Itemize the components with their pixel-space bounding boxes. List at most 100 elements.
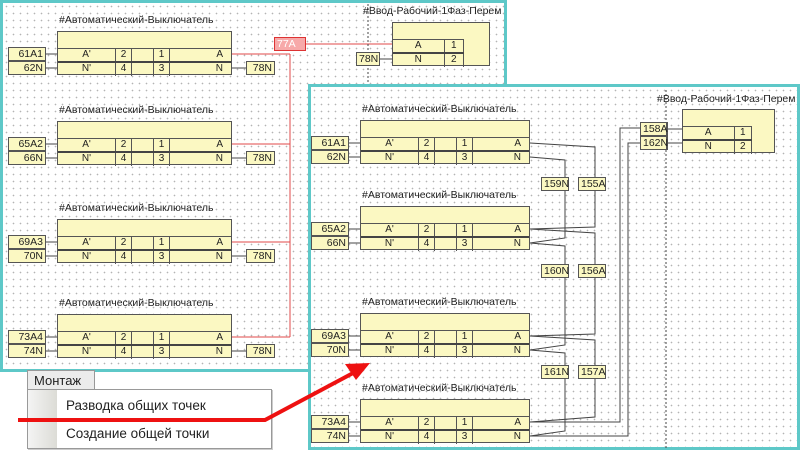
input-tag-n: 70N — [8, 249, 46, 263]
pin-spacer — [435, 238, 457, 251]
block-title: #Автоматический-Выключатель — [362, 296, 517, 308]
pin-cell: 2 — [419, 224, 435, 237]
pin-spacer — [132, 332, 154, 345]
pin-cell: A — [514, 138, 521, 149]
block-title: #Автоматический-Выключатель — [362, 103, 517, 115]
pin-cell: N' — [58, 346, 116, 359]
pin-cell: 2 — [116, 139, 132, 152]
pin-cell: 4 — [116, 153, 132, 166]
menu-tab-montazh[interactable]: Монтаж — [27, 370, 95, 390]
pin-cell: N' — [361, 238, 419, 251]
pin-cell: 1 — [457, 138, 473, 151]
input-tag-a: 73A4 — [8, 330, 46, 344]
pin-cell: 4 — [419, 431, 435, 444]
junction-tag-n: 159N — [541, 177, 569, 191]
pin-cell: A' — [58, 332, 116, 345]
pin-cell: A — [514, 417, 521, 428]
pin-cell: N — [393, 54, 445, 67]
pin-cell: 2 — [116, 49, 132, 62]
pin-cell: 1 — [457, 224, 473, 237]
pin-cell: A' — [58, 139, 116, 152]
pin-cell: N — [215, 153, 223, 164]
pin-cell: 3 — [457, 431, 473, 444]
pin-spacer — [132, 346, 154, 359]
junction-tag-a: 156A — [578, 264, 606, 278]
pin-cell: N' — [361, 345, 419, 358]
pin-cell: N' — [58, 251, 116, 264]
pin-cell: A' — [361, 224, 419, 237]
input-tag-n: 62N — [8, 61, 46, 75]
block-title: #Автоматический-Выключатель — [59, 14, 214, 26]
pin-spacer — [132, 49, 154, 62]
input-tag-a: 158A — [640, 122, 668, 136]
block-title: #Автоматический-Выключатель — [59, 297, 214, 309]
context-menu: Разводка общих точек Создание общей точк… — [27, 389, 272, 449]
block-title: #Автоматический-Выключатель — [59, 104, 214, 116]
pin-cell: 1 — [457, 331, 473, 344]
pin-cell: A — [216, 49, 223, 60]
pin-cell: N — [513, 431, 521, 442]
pin-cell: A' — [361, 331, 419, 344]
menu-item-create-common-point[interactable]: Создание общей точки — [66, 426, 210, 441]
pin-cell: 3 — [154, 346, 170, 359]
pin-cell: A — [216, 237, 223, 248]
pin-cell: N' — [58, 153, 116, 166]
menu-item-route-common-points[interactable]: Разводка общих точек — [66, 398, 206, 413]
pin-cell: N — [215, 251, 223, 262]
pin-cell: 3 — [154, 153, 170, 166]
pin-cell: 4 — [419, 345, 435, 358]
pin-cell: 1 — [457, 417, 473, 430]
input-tag-a: 69A3 — [8, 235, 46, 249]
pin-cell: 2 — [419, 417, 435, 430]
pin-cell: 4 — [116, 346, 132, 359]
pin-cell: A — [514, 331, 521, 342]
pin-cell: 1 — [154, 49, 170, 62]
pin-cell: 1 — [154, 139, 170, 152]
pin-cell: 3 — [154, 251, 170, 264]
junction-tag-a: 157A — [578, 365, 606, 379]
output-tag-n: 78N — [246, 151, 275, 165]
input-tag-n: 78N — [356, 52, 380, 66]
junction-tag-a: 155A — [578, 177, 606, 191]
pin-cell: 3 — [457, 152, 473, 165]
pin-spacer — [132, 63, 154, 76]
pin-cell: 3 — [457, 345, 473, 358]
pin-cell: N — [683, 141, 735, 154]
input-block-title: #Ввод-Рабочий-1Фаз-Перем — [363, 5, 502, 17]
input-tag-n: 70N — [311, 343, 349, 357]
input-tag-n: 162N — [640, 136, 668, 150]
input-tag-n: 74N — [311, 429, 349, 443]
pin-spacer — [132, 251, 154, 264]
input-tag-a: 61A1 — [8, 47, 46, 61]
menu-gutter — [28, 390, 57, 448]
pin-spacer — [435, 224, 457, 237]
pin-cell: N' — [58, 63, 116, 76]
pin-cell: 2 — [116, 237, 132, 250]
pin-cell: 1 — [154, 332, 170, 345]
pin-spacer — [435, 431, 457, 444]
pin-cell: 1 — [445, 40, 464, 53]
pin-spacer — [132, 139, 154, 152]
pin-cell: N' — [361, 152, 419, 165]
pin-spacer — [132, 153, 154, 166]
pin-spacer — [435, 331, 457, 344]
pin-cell: N — [215, 346, 223, 357]
pin-cell: A' — [361, 138, 419, 151]
pin-cell: 1 — [154, 237, 170, 250]
